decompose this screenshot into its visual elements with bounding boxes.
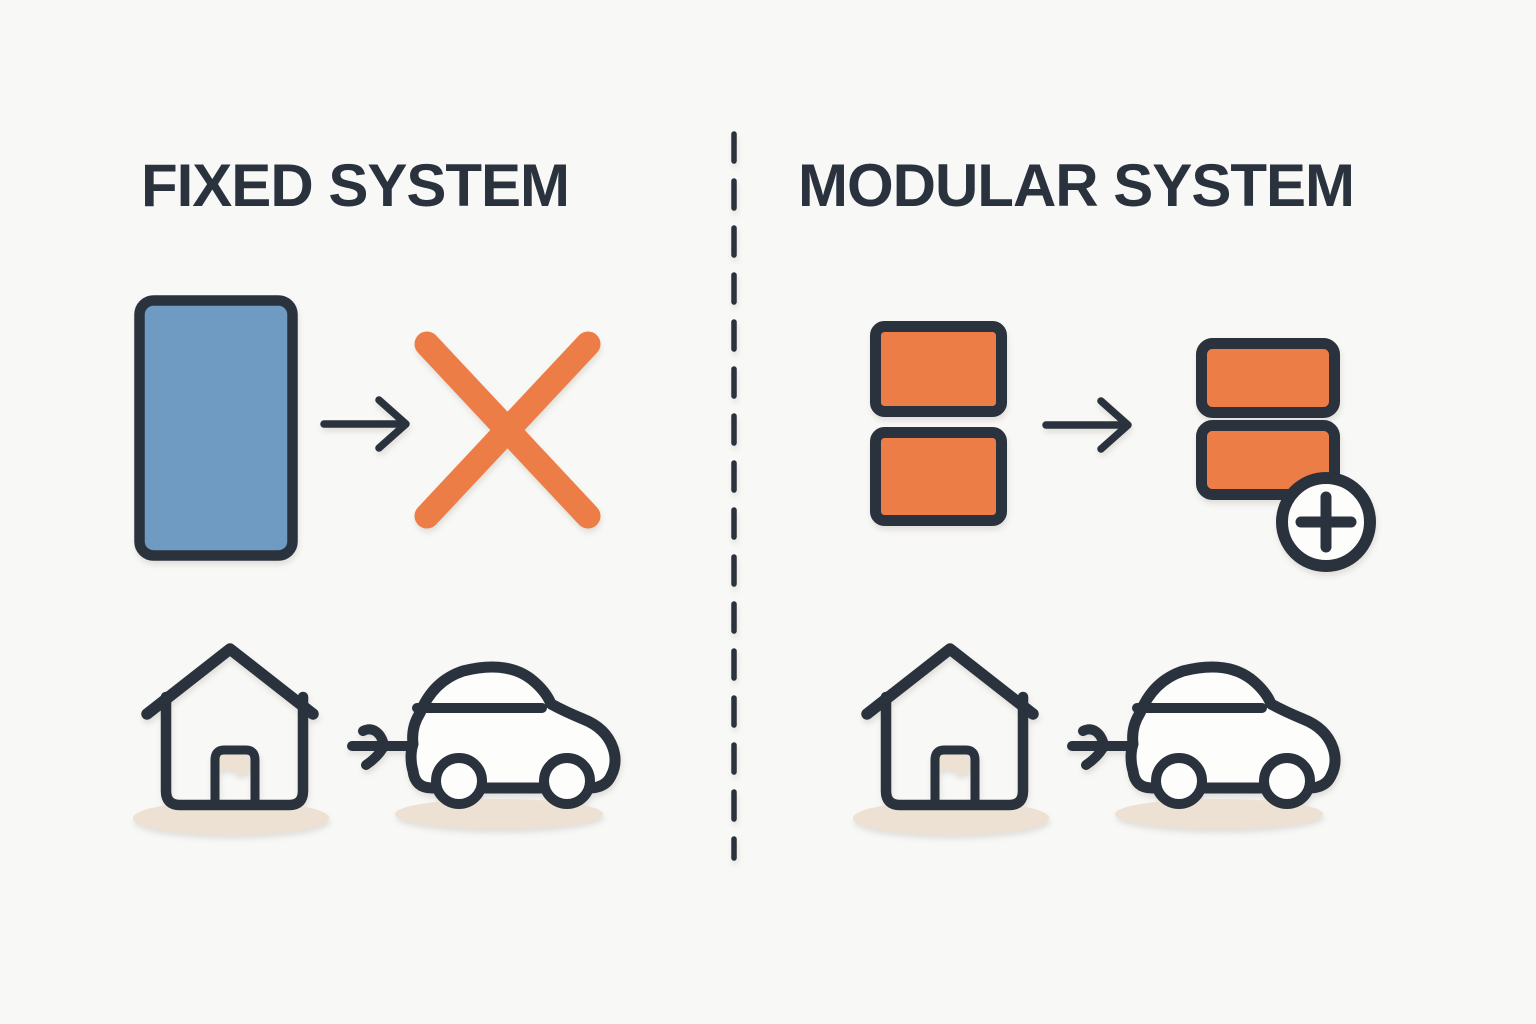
fixed-panel-art (133, 295, 621, 835)
x-mark-icon (414, 331, 601, 529)
car-icon (347, 661, 621, 829)
fixed-block-icon (134, 295, 298, 561)
module-stack-plus-icon (1196, 338, 1376, 572)
house-icon (133, 643, 329, 835)
arrow-right-icon (320, 396, 410, 452)
modular-panel-art (853, 321, 1376, 836)
arrow-right-icon (1042, 397, 1132, 453)
plug-icon (347, 724, 415, 770)
fixed-system-title: FIXED SYSTEM (140, 152, 570, 219)
house-icon (853, 649, 1049, 835)
modular-system-title: MODULAR SYSTEM (798, 152, 1355, 219)
car-icon (1072, 667, 1335, 829)
module-stack-icon (870, 321, 1007, 526)
plus-badge-icon (1276, 472, 1376, 572)
